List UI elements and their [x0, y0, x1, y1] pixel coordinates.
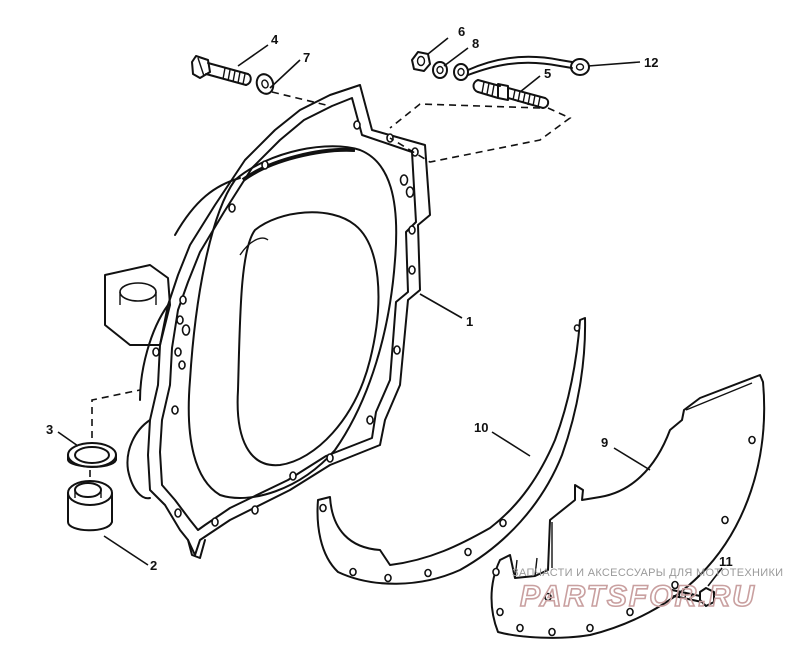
callout-3: 3 [46, 422, 53, 437]
callout-5: 5 [544, 66, 551, 81]
washer-7 [255, 73, 275, 95]
callout-9: 9 [601, 435, 608, 450]
bolt-4 [191, 55, 252, 86]
washer-8 [432, 61, 448, 79]
nut-6 [411, 51, 431, 72]
watermark-caption: ЗАПЧАСТИ И АКСЕССУАРЫ ДЛЯ МОТОТЕХНИКИ [512, 567, 783, 579]
stud-5 [472, 79, 550, 109]
leader-lines [57, 37, 723, 587]
seal-ring-3 [67, 442, 117, 468]
callout-6: 6 [458, 24, 465, 39]
callout-2: 2 [150, 558, 157, 573]
flywheel-housing [104, 84, 431, 559]
callout-10: 10 [474, 420, 488, 435]
bushing-2 [67, 480, 113, 532]
callout-12: 12 [644, 55, 658, 70]
callout-1: 1 [466, 314, 473, 329]
screw-11 [671, 587, 715, 607]
housing-bolt-holes [152, 120, 419, 527]
alignment-lines [89, 91, 572, 480]
watermark-logo: PARTSFOR.RU [520, 580, 756, 613]
callout-labels: 1 2 3 4 5 6 7 8 9 10 11 12 [46, 24, 733, 573]
watermark: ЗАПЧАСТИ И АКСЕССУАРЫ ДЛЯ МОТОТЕХНИКИ PA… [512, 567, 783, 614]
gasket-plate-10 [316, 317, 587, 585]
callout-11: 11 [719, 554, 733, 569]
callout-4: 4 [271, 32, 279, 47]
callout-8: 8 [472, 36, 479, 51]
ground-cable-12 [453, 55, 590, 81]
callout-7: 7 [303, 50, 310, 65]
cover-plate-9 [490, 374, 766, 639]
